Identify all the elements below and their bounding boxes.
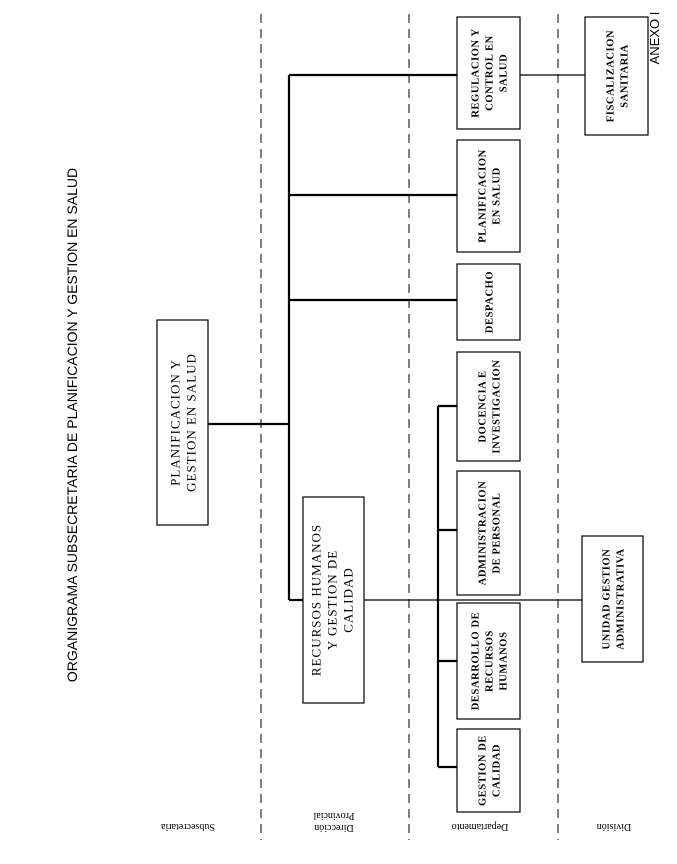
box-docencia <box>456 351 521 462</box>
label-line: SALUD <box>499 54 510 93</box>
label-despacho: DESPACHO <box>485 271 496 333</box>
level-label: División <box>597 821 631 832</box>
label-line: DE PERSONAL <box>492 493 503 574</box>
label-line: EN SALUD <box>492 167 503 225</box>
label-line: RECURSOS <box>485 630 496 692</box>
box-gestion-calidad <box>456 728 521 813</box>
label-line: DESARROLLO DE <box>471 612 482 711</box>
label-planificacion-salud: PLANIFICACION EN SALUD <box>478 149 503 243</box>
label-line: PLANIFICACION <box>478 149 489 243</box>
box-administracion-personal <box>456 470 521 596</box>
label-unidad-gestion: UNIDAD GESTION ADMINISTRATIVA <box>602 548 627 649</box>
label-regulacion-control: REGULACION Y CONTROL EN SALUD <box>471 28 510 117</box>
box-fiscalizacion <box>584 16 649 136</box>
label-planificacion-gestion: PLANIFICACION Y GESTION EN SALUD <box>168 353 199 492</box>
box-regulacion-control <box>456 16 521 130</box>
level-division: División <box>597 821 631 832</box>
level-subsecretaria: Subsecretaria <box>161 821 215 832</box>
label-desarrollo-rrhh: DESARROLLO DE RECURSOS HUMANOS <box>471 612 510 711</box>
annex-label: ANEXO I <box>647 12 662 65</box>
label-line: REGULACION Y <box>471 28 482 117</box>
box-desarrollo-rrhh <box>456 602 521 720</box>
level-label: Provincial <box>313 810 354 821</box>
label-line: CALIDAD <box>341 567 356 633</box>
box-despacho <box>456 263 521 341</box>
page-title: ORGANIGRAMA SUBSECRETARIA DE PLANIFICACI… <box>64 168 80 682</box>
level-label: Departamento <box>452 821 509 832</box>
label-docencia: DOCENCIA E INVESTIGACION <box>478 359 503 453</box>
label-fiscalizacion: FISCALIZACION SANITARIA <box>606 30 631 122</box>
label-line: PLANIFICACION Y <box>168 359 183 486</box>
label-line: Y GESTION DE <box>325 550 340 650</box>
label-line: DOCENCIA E <box>478 370 489 442</box>
label-line: FISCALIZACION <box>606 30 617 122</box>
level-label: Subsecretaria <box>161 821 215 832</box>
label-line: CONTROL EN <box>485 35 496 111</box>
page-title-group: ORGANIGRAMA SUBSECRETARIA DE PLANIFICACI… <box>64 168 80 682</box>
label-line: RECURSOS HUMANOS <box>309 524 324 676</box>
label-line: SANITARIA <box>620 44 631 108</box>
label-line: INVESTIGACION <box>492 359 503 453</box>
label-administracion-personal: ADMINISTRACION DE PERSONAL <box>478 481 503 586</box>
level-direccion: Dirección Provincial <box>313 810 354 833</box>
label-line: ADMINISTRACION <box>478 481 489 586</box>
label-line: CALIDAD <box>492 744 503 797</box>
label-line: ADMINISTRATIVA <box>616 548 627 649</box>
label-line: DESPACHO <box>485 271 496 333</box>
annex-label-group: ANEXO I <box>647 12 662 65</box>
box-planificacion-gestion <box>156 319 209 526</box>
level-label: Dirección <box>314 822 353 833</box>
label-line: GESTION EN SALUD <box>184 353 199 492</box>
box-unidad-gestion <box>581 535 644 663</box>
label-line: UNIDAD GESTION <box>602 549 613 650</box>
label-line: HUMANOS <box>499 631 510 690</box>
label-gestion-calidad: GESTION DE CALIDAD <box>478 735 503 806</box>
label-line: GESTION DE <box>478 735 489 806</box>
level-departamento: Departamento <box>452 821 509 832</box>
label-recursos-humanos: RECURSOS HUMANOS Y GESTION DE CALIDAD <box>309 524 356 676</box>
box-recursos-humanos <box>302 496 365 704</box>
box-planificacion-salud <box>456 139 521 253</box>
